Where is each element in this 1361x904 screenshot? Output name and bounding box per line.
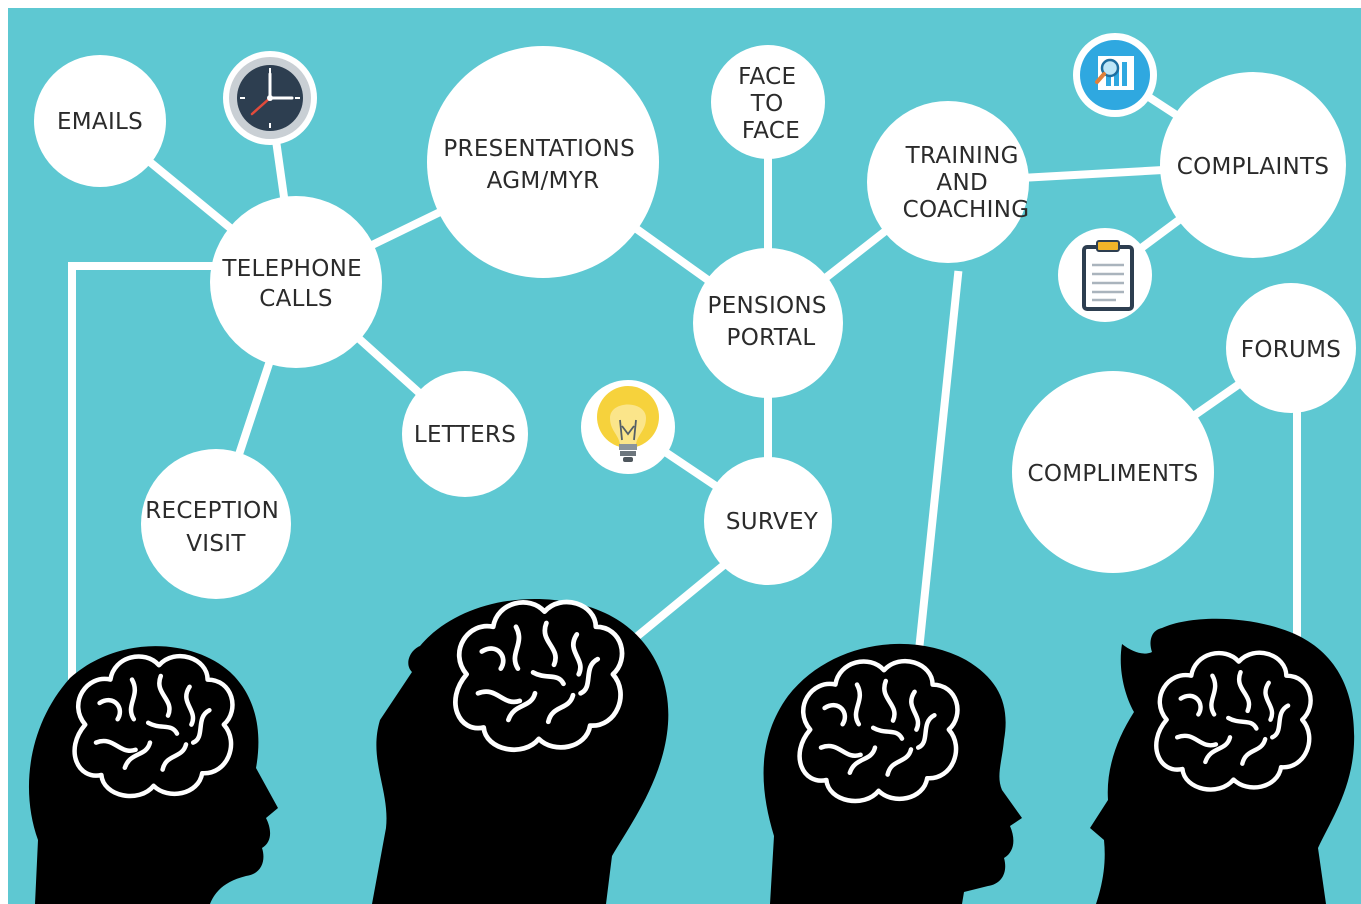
node-training-circle xyxy=(867,101,1029,263)
analytics-icon xyxy=(1073,33,1157,117)
node-labels: EMAILS TELEPHONE CALLS RECEPTION VISIT L… xyxy=(57,64,1341,557)
node-reception-circle xyxy=(141,449,291,599)
node-telephone-circle xyxy=(210,196,382,368)
node-portal-circle xyxy=(693,248,843,398)
label-pensions-portal: PENSIONS PORTAL xyxy=(708,293,835,351)
connector-training-head3 xyxy=(913,270,963,665)
node-complaints-circle xyxy=(1160,72,1346,258)
head-4 xyxy=(1090,618,1355,904)
node-face-circle xyxy=(711,45,825,159)
label-complaints: COMPLAINTS xyxy=(1177,154,1330,180)
lightbulb-icon xyxy=(581,380,675,474)
node-forums-circle xyxy=(1226,283,1356,413)
node-emails-circle xyxy=(34,55,166,187)
node-survey-circle xyxy=(704,457,832,585)
label-presentations: PRESENTATIONS AGM/MYR xyxy=(443,136,642,194)
label-telephone-calls: TELEPHONE CALLS xyxy=(221,256,369,312)
clipboard-icon xyxy=(1058,228,1152,322)
label-forums: FORUMS xyxy=(1241,337,1341,363)
label-compliments: COMPLIMENTS xyxy=(1027,461,1198,487)
label-reception-visit: RECEPTION VISIT xyxy=(145,498,286,557)
clock-icon xyxy=(223,51,317,145)
head-1 xyxy=(28,646,278,904)
label-emails: EMAILS xyxy=(57,109,143,135)
label-letters: LETTERS xyxy=(414,422,516,448)
label-face-to-face: FACE TO FACE xyxy=(738,64,804,144)
head-3 xyxy=(763,643,1022,904)
connector-telephone-head1 xyxy=(68,262,228,709)
label-survey: SURVEY xyxy=(726,509,819,535)
nodes xyxy=(34,45,1356,599)
node-presentations-circle xyxy=(427,46,659,278)
node-compliments-circle xyxy=(1012,371,1214,573)
label-training-coaching: TRAINING AND COACHING xyxy=(903,143,1030,223)
node-letters-circle xyxy=(402,371,528,497)
